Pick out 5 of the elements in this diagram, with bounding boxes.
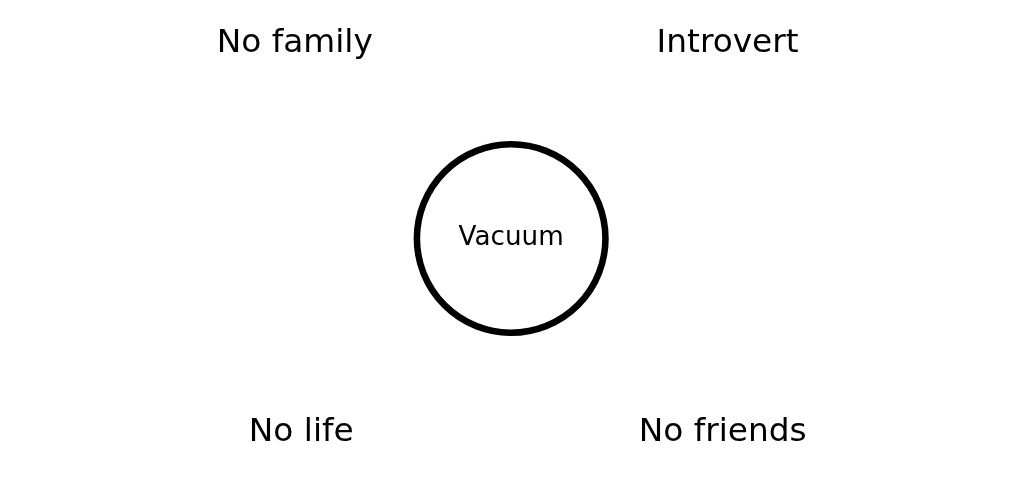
label: Introvert xyxy=(656,22,799,61)
label: No family xyxy=(216,22,373,61)
label: No friends xyxy=(638,411,807,449)
label: No life xyxy=(248,411,354,449)
node-circle: Vacuum xyxy=(413,140,609,337)
